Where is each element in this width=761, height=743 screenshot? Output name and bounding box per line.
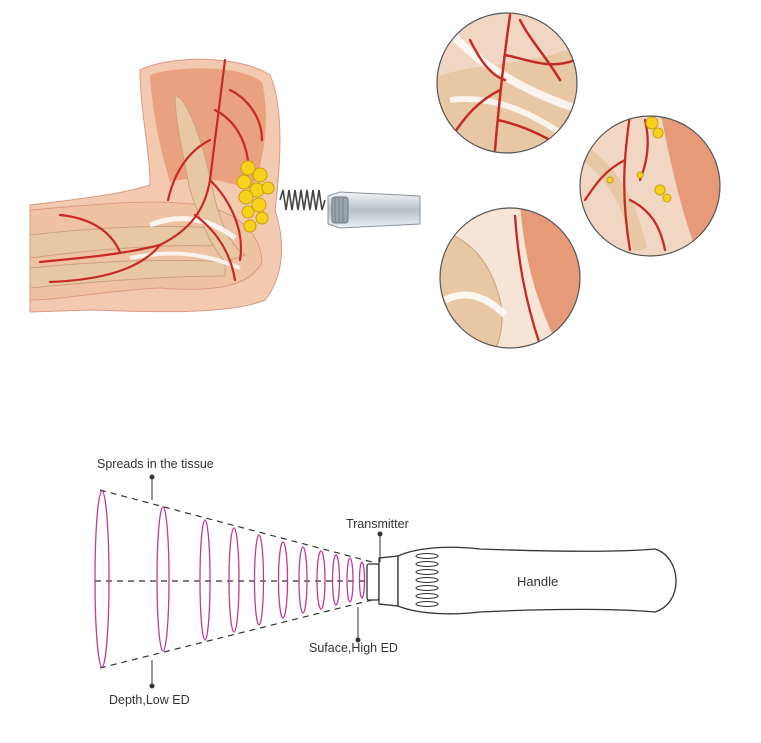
wave-ring bbox=[94, 490, 110, 668]
wave-ring bbox=[358, 561, 366, 599]
shockwave-probe-icon bbox=[327, 191, 421, 229]
detail-circle-fat bbox=[579, 115, 721, 257]
wave-ring bbox=[253, 534, 265, 626]
handle-icon bbox=[366, 546, 677, 615]
detail-circle-clean bbox=[439, 207, 581, 349]
wave-ring bbox=[277, 541, 289, 619]
detail-circle-vessels bbox=[436, 12, 578, 154]
wave-ring bbox=[156, 506, 170, 652]
label-depth-low-ed: Depth,Low ED bbox=[109, 693, 190, 707]
transmitter-collar bbox=[378, 555, 399, 607]
wave-ring bbox=[316, 550, 326, 610]
label-spreads-in-tissue: Spreads in the tissue bbox=[97, 457, 214, 471]
cone-top-line bbox=[99, 489, 373, 563]
cone-bottom-line bbox=[99, 599, 373, 669]
label-transmitter: Transmitter bbox=[346, 517, 409, 531]
wave-diagram: Spreads in the tissue Transmitter Handle… bbox=[94, 457, 677, 707]
label-surface-high-ed: Suface,High ED bbox=[309, 641, 398, 655]
label-handle: Handle bbox=[517, 574, 558, 589]
wave-ring bbox=[331, 554, 341, 606]
wave-ring bbox=[228, 527, 240, 633]
transmitter-tip bbox=[366, 563, 380, 601]
wave-ring bbox=[199, 519, 211, 641]
wave-ring bbox=[346, 557, 354, 603]
wave-ring bbox=[298, 546, 308, 614]
elbow-anatomy-illustration bbox=[29, 58, 283, 313]
handle-end-cap bbox=[654, 548, 677, 613]
pressure-wave-icon bbox=[279, 189, 326, 211]
